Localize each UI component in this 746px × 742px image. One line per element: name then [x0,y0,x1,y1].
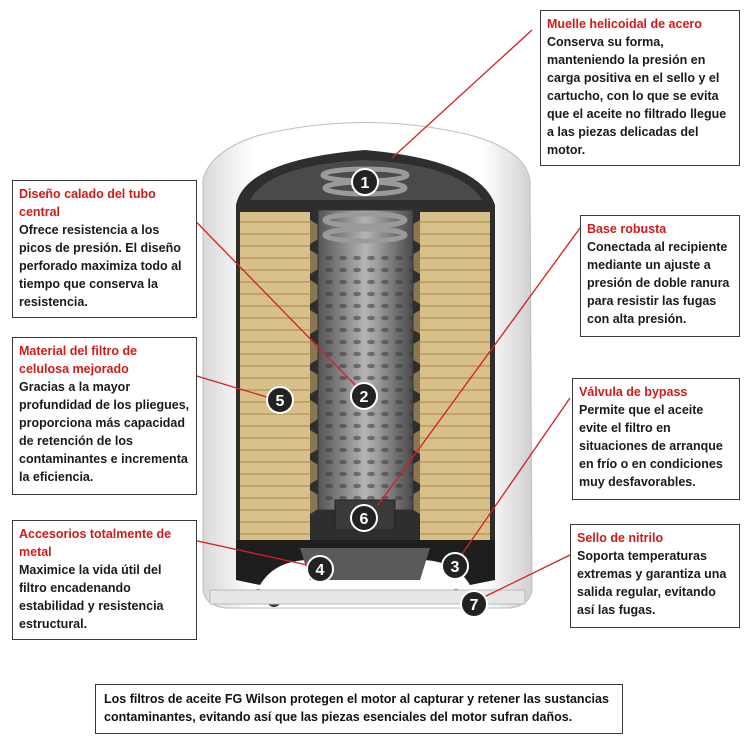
badge-7: 7 [460,590,488,618]
base-rim [209,589,526,605]
badge-3: 3 [441,552,469,580]
badge-7-number: 7 [470,597,479,614]
callout-spring-title: Muelle helicoidal de acero [547,17,702,31]
leader-lines [159,29,581,601]
caption-text: Los filtros de aceite FG Wilson protegen… [104,692,609,724]
callout-bypass: Válvula de bypass Permite que el aceite … [572,378,740,500]
callout-spring: Muelle helicoidal de acero Conserva su f… [540,10,740,166]
callout-metal-text: Maximice la vida útil del filtro encaden… [19,563,164,631]
callout-base-text: Conectada al recipiente mediante un ajus… [587,240,730,326]
callout-tube-text: Ofrece resistencia a los picos de presió… [19,223,182,309]
badge-1-number: 1 [361,175,370,192]
badge-4-number: 4 [316,562,325,579]
callout-seal: Sello de nitrilo Soporta temperaturas ex… [570,524,740,628]
callout-bypass-text: Permite que el aceite evite el filtro en… [579,403,723,489]
badge-5: 5 [266,386,294,414]
callout-bypass-title: Válvula de bypass [579,385,688,399]
badge-3-number: 3 [451,559,460,576]
pleat-tips [310,220,420,514]
tube-perforations [318,250,413,500]
callout-base-title: Base robusta [587,222,667,236]
callout-metal-title: Accesorios totalmente de metal [19,527,172,559]
callout-media: Material del filtro de celulosa mejorado… [12,337,197,495]
callout-metal: Accesorios totalmente de metal Maximice … [12,520,197,640]
filter-media-right [420,212,490,542]
callout-base: Base robusta Conectada al recipiente med… [580,215,740,337]
callout-seal-title: Sello de nitrilo [577,531,664,545]
number-badges: 1 2 3 4 5 6 7 [266,168,488,618]
badge-6: 6 [350,504,378,532]
badge-6-number: 6 [360,511,369,528]
callout-tube-title: Diseño calado del tubo central [19,187,156,219]
caption-box: Los filtros de aceite FG Wilson protegen… [95,684,623,734]
badge-1: 1 [351,168,379,196]
callout-tube: Diseño calado del tubo central Ofrece re… [12,180,197,318]
badge-4: 4 [306,555,334,583]
callout-media-title: Material del filtro de celulosa mejorado [19,344,138,376]
badge-5-number: 5 [276,393,285,410]
callout-spring-text: Conserva su forma, manteniendo la presió… [547,35,727,157]
filter-media-left [240,212,310,542]
base-plate [236,540,495,585]
badge-2: 2 [350,382,378,410]
callout-seal-text: Soporta temperaturas extremas y garantiz… [577,549,727,617]
badge-2-number: 2 [360,389,369,406]
callout-media-text: Gracias a la mayor profundidad de los pl… [19,380,190,484]
